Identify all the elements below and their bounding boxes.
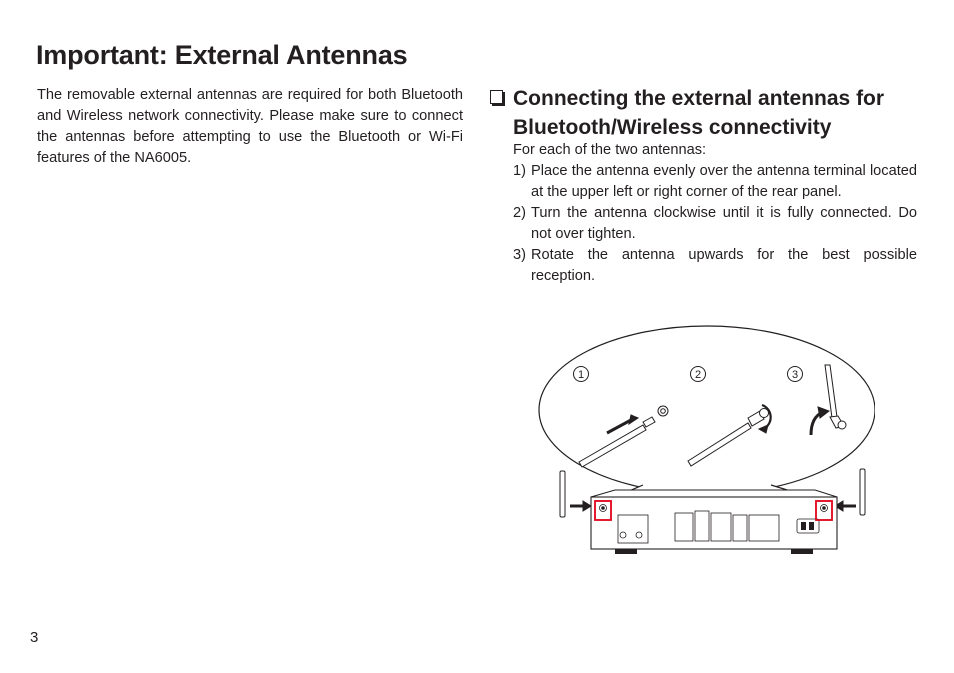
antenna-illustration: 1 2 3	[538, 325, 875, 554]
antenna-step2-icon	[687, 403, 772, 467]
step-item: 3) Rotate the antenna upwards for the be…	[513, 245, 917, 287]
svg-text:3: 3	[792, 369, 798, 381]
device-rear-panel	[590, 489, 838, 554]
step-label-1: 1	[573, 366, 589, 382]
intro-paragraph: The removable external antennas are requ…	[37, 87, 463, 166]
step-text: Place the antenna evenly over the antenn…	[531, 163, 917, 200]
steps-lead: For each of the two antennas:	[513, 142, 707, 158]
step-number: 1)	[513, 163, 526, 179]
left-antenna-icon	[559, 470, 592, 518]
section-heading-line-1: Connecting the external antennas for	[513, 87, 885, 110]
step-label-3: 3	[787, 366, 803, 382]
step-text: Rotate the antenna upwards for the best …	[531, 247, 917, 284]
svg-text:1: 1	[578, 369, 584, 381]
step-number: 2)	[513, 205, 526, 221]
right-terminal-highlight	[815, 500, 833, 521]
right-antenna-icon	[834, 468, 866, 516]
page-title: Important: External Antennas	[36, 40, 408, 70]
step-item: 2) Turn the antenna clockwise until it i…	[513, 203, 917, 245]
checkbox-bullet-icon	[490, 90, 503, 104]
antenna-step3-icon	[809, 364, 847, 436]
step-text: Turn the antenna clockwise until it is f…	[531, 205, 917, 242]
step-number: 3)	[513, 247, 526, 263]
page-number: 3	[30, 629, 39, 646]
section-heading: Connecting the external antennas for Blu…	[490, 84, 930, 142]
step-label-2: 2	[690, 366, 706, 382]
svg-text:2: 2	[695, 369, 701, 381]
steps-list: 1) Place the antenna evenly over the ant…	[513, 161, 917, 287]
left-terminal-highlight	[594, 500, 612, 521]
antenna-step1-icon	[578, 405, 669, 468]
section-heading-line-2: Bluetooth/Wireless connectivity	[513, 116, 832, 139]
step-item: 1) Place the antenna evenly over the ant…	[513, 161, 917, 203]
